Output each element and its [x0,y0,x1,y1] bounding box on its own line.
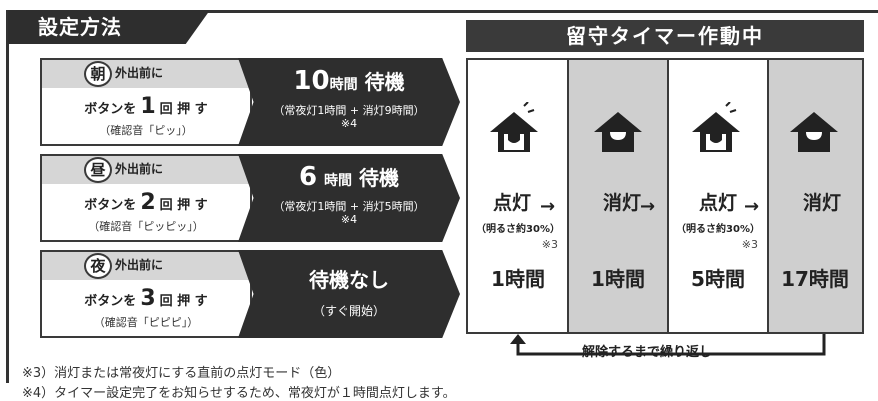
footnote-ref: ※3 [741,238,758,251]
step-header-label: 外出前に [115,162,164,176]
time-of-day-badge: 朝 [84,61,112,87]
timeline-column [568,60,668,332]
timer-banner: 留守タイマー作動中 [466,20,864,52]
step-header [42,252,250,280]
standby-duration: 6 時間 待機 [298,162,400,192]
brightness-label: （明るさ約30%） [476,224,560,235]
press-count: 3 [140,286,156,311]
confirm-sound: （確認音「ピッ」） [99,124,193,137]
duration-label: 1時間 [591,267,645,291]
footnote-3: ※3）消灯または常夜灯にする直前の点灯モード（色） [22,366,341,381]
footnote-4: ※4）タイマー設定完了をお知らせするため、常夜灯が１時間点灯します。 [22,386,456,401]
step-header-label: 外出前に [115,258,164,272]
timer-timeline: 点灯 → 消灯 → 点灯 → 消灯 （明るさ約30%） ※3 （明るさ約30%）… [466,58,864,334]
standby-breakdown: （すぐ開始） [312,304,385,318]
footnote-ref: ※3 [541,238,558,251]
press-count: 1 [140,94,156,119]
step-header [42,60,250,88]
state-label: 消灯 [602,192,641,214]
arrow-right-icon: → [744,196,760,217]
step-header [42,156,250,184]
state-label: 点灯 [492,192,531,214]
standby-breakdown: （常夜灯1時間 + 消灯5時間） [273,200,425,213]
standby-breakdown: （常夜灯1時間 + 消灯9時間） [273,104,425,117]
arrow-right-icon: → [640,196,656,217]
repeat-label: 解除するまで繰り返し [582,345,713,360]
press-count: 2 [140,190,156,215]
standby-duration: 待機なし [309,268,389,292]
result-arrow: 待機なし （すぐ開始） [238,250,460,338]
house-light-on-icon [692,102,740,152]
duration-label: 5時間 [691,267,745,291]
confirm-sound: （確認音「ピッピッ」） [88,220,204,233]
state-label: 消灯 [802,192,841,214]
brightness-label: （明るさ約30%） [676,224,760,235]
house-light-off-icon [790,112,838,152]
state-label: 点灯 [698,192,737,214]
footnote-ref: ※4 [340,117,358,130]
house-light-off-icon [594,112,642,152]
footnote-ref: ※4 [340,213,358,226]
duration-label: 17時間 [781,267,849,291]
time-of-day-badge: 夜 [84,253,112,279]
frame-left-border [6,10,9,383]
frame-top-border [6,10,878,13]
house-light-on-icon [490,102,538,152]
repeat-loop-arrow [510,334,826,356]
time-of-day-badge: 昼 [84,157,112,183]
step-header-label: 外出前に [115,66,164,80]
result-arrow: 6 時間 待機 （常夜灯1時間 + 消灯5時間） ※4 [238,154,460,242]
arrow-right-icon: → [540,196,556,217]
section-title: 設定方法 [8,10,210,44]
timeline-column [768,60,862,332]
duration-label: 1時間 [491,267,545,291]
result-arrow: 10時間 待機 （常夜灯1時間 + 消灯9時間） ※4 [238,58,460,146]
confirm-sound: （確認音「ピピピ」） [93,316,199,329]
standby-duration: 10時間 待機 [293,66,405,96]
